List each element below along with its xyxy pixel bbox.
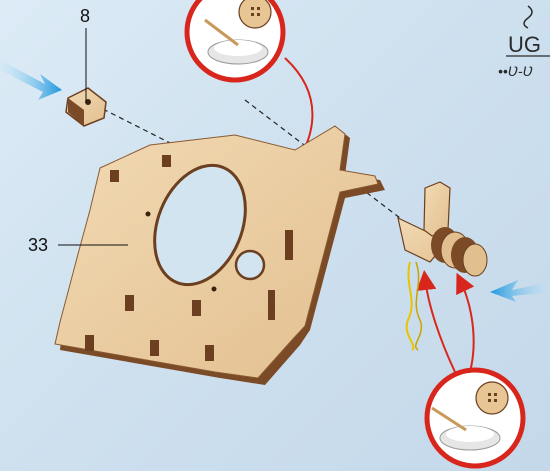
glue-inset-top	[187, 0, 283, 80]
red-guide-arrow	[425, 278, 455, 372]
blue-push-arrow-right	[490, 280, 550, 302]
brand-tagline: ••Ʋ-Ʋ	[498, 63, 533, 79]
red-guide-arrow	[460, 280, 474, 372]
blue-push-arrow-left	[0, 60, 62, 100]
assembly-guide-line	[95, 105, 180, 148]
part-33-plate	[55, 126, 385, 385]
brand-logo-text: UG	[508, 32, 541, 57]
callout-33-label: 33	[28, 235, 48, 255]
brand-logo: UG ••Ʋ-Ʋ	[498, 6, 550, 79]
glue-inset-bottom	[427, 370, 523, 466]
callout-8-label: 8	[80, 6, 90, 26]
